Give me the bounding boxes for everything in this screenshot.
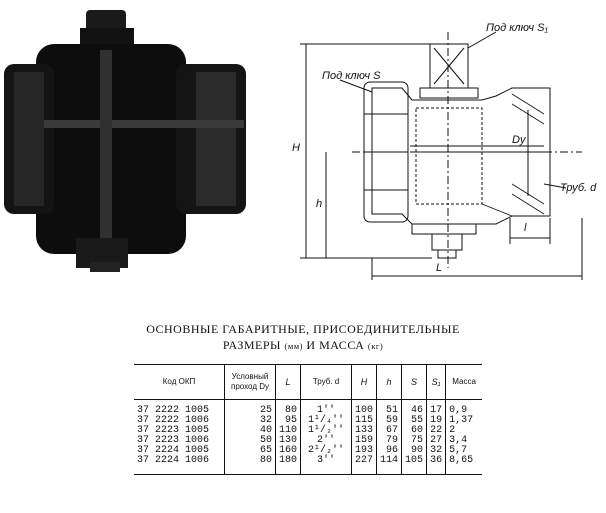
dimensions-table: Код ОКП Условный проход Dy L Труб. d H h… [134, 364, 483, 475]
header-H: H [351, 364, 377, 400]
cell-dy: 40 [224, 426, 276, 436]
cell-S1: 32 [426, 446, 446, 456]
cell-L: 95 [274, 416, 301, 426]
label-dy: Dy [512, 134, 526, 146]
cell-S: 46 [401, 399, 427, 416]
cell-S1: 27 [426, 436, 446, 446]
cell-pipe: 1¹/₄'' [300, 416, 352, 426]
label-h-small: h [316, 198, 323, 210]
caption-unit-mm: (мм) [284, 341, 303, 351]
header-pipe: Труб. d [300, 364, 352, 400]
table-row: 37 2223 1006 50 130 2'' 159 79 75 27 3,4 [134, 435, 483, 446]
cell-code: 37 2223 1005 [137, 425, 210, 436]
cell-S: 105 [401, 456, 427, 475]
cell-L: 160 [274, 446, 301, 456]
cell-S1: 36 [426, 456, 446, 475]
cell-S: 55 [401, 416, 427, 426]
header-code: Код ОКП [134, 364, 225, 400]
caption-unit-kg: (кг) [367, 341, 384, 351]
cell-code: 37 2222 1006 [137, 415, 210, 426]
cell-L: 110 [274, 426, 301, 436]
cell-mass: 3,4 [445, 436, 483, 446]
label-l-small: l [524, 222, 527, 234]
cell-S1: 17 [426, 399, 446, 416]
cell-code: 37 2222 1005 [137, 405, 210, 416]
table-row: 37 2222 1005 25 80 1'' 100 51 46 17 0,9 [134, 399, 483, 416]
header-h: h [376, 364, 402, 400]
cell-H: 193 [351, 446, 377, 456]
cell-mass: 2 [445, 426, 483, 436]
cell-L: 180 [274, 456, 301, 475]
table-header-row: Код ОКП Условный проход Dy L Труб. d H h… [134, 364, 483, 400]
table-row: 37 2223 1005 40 110 1¹/₂'' 133 67 60 22 … [134, 425, 483, 436]
table-row: 37 2222 1006 32 95 1¹/₄'' 115 59 55 19 1… [134, 415, 483, 426]
header-L: L [274, 364, 301, 400]
cell-S: 60 [401, 426, 427, 436]
cell-H: 159 [351, 436, 377, 446]
cell-pipe: 3'' [300, 456, 352, 475]
cell-L: 80 [274, 399, 301, 416]
cell-H: 115 [351, 416, 377, 426]
cell-H: 100 [351, 399, 377, 416]
label-key-s: Под ключ S [322, 70, 381, 82]
header-S1: S₁ [426, 364, 446, 400]
cell-pipe: 2'' [300, 436, 352, 446]
cell-pipe: 1¹/₂'' [300, 426, 352, 436]
cell-H: 227 [351, 456, 377, 475]
header-dy: Условный проход Dy [224, 364, 276, 400]
cell-h: 114 [376, 456, 402, 475]
cell-dy: 32 [224, 416, 276, 426]
cell-code: 37 2224 1005 [137, 445, 210, 456]
table-caption-line2: РАЗМЕРЫ (мм) И МАССА (кг) [0, 338, 606, 353]
cell-pipe: 1'' [300, 399, 352, 416]
header-S: S [401, 364, 427, 400]
caption-dimensions: РАЗМЕРЫ [222, 338, 281, 352]
cell-mass: 5,7 [445, 446, 483, 456]
cell-mass: 8,65 [445, 456, 483, 475]
table-row: 37 2224 1005 65 160 2¹/₂'' 193 96 90 32 … [134, 445, 483, 456]
cell-code: 37 2223 1006 [137, 435, 210, 446]
table-caption-line1: ОСНОВНЫЕ ГАБАРИТНЫЕ, ПРИСОЕДИНИТЕЛЬНЫЕ [146, 322, 460, 336]
cell-S: 75 [401, 436, 427, 446]
header-mass: Масса [445, 364, 483, 400]
cell-code: 37 2224 1006 [134, 456, 225, 475]
cell-S1: 22 [426, 426, 446, 436]
cell-h: 96 [376, 446, 402, 456]
label-h-big: H [292, 142, 300, 154]
cell-h: 59 [376, 416, 402, 426]
cell-mass: 1,37 [445, 416, 483, 426]
cell-pipe: 2¹/₂'' [300, 446, 352, 456]
cell-h: 79 [376, 436, 402, 446]
cell-S: 90 [401, 446, 427, 456]
cell-dy: 50 [224, 436, 276, 446]
cell-h: 67 [376, 426, 402, 436]
cell-dy: 80 [224, 456, 276, 475]
cell-dy: 25 [224, 399, 276, 416]
label-pipe-d: Труб. d [560, 182, 597, 194]
table-row: 37 2224 1006 80 180 3'' 227 114 105 36 8… [134, 456, 483, 475]
cell-dy: 65 [224, 446, 276, 456]
cell-mass: 0,9 [445, 399, 483, 416]
valve-photo [0, 0, 262, 280]
caption-and-mass: И МАССА [306, 338, 365, 352]
cell-S1: 19 [426, 416, 446, 426]
label-l-big: L [436, 262, 443, 274]
cell-H: 133 [351, 426, 377, 436]
cell-L: 130 [274, 436, 301, 446]
cell-h: 51 [376, 399, 402, 416]
label-key-s1: Под ключ S₁ [486, 22, 548, 34]
technical-drawing [300, 31, 583, 280]
